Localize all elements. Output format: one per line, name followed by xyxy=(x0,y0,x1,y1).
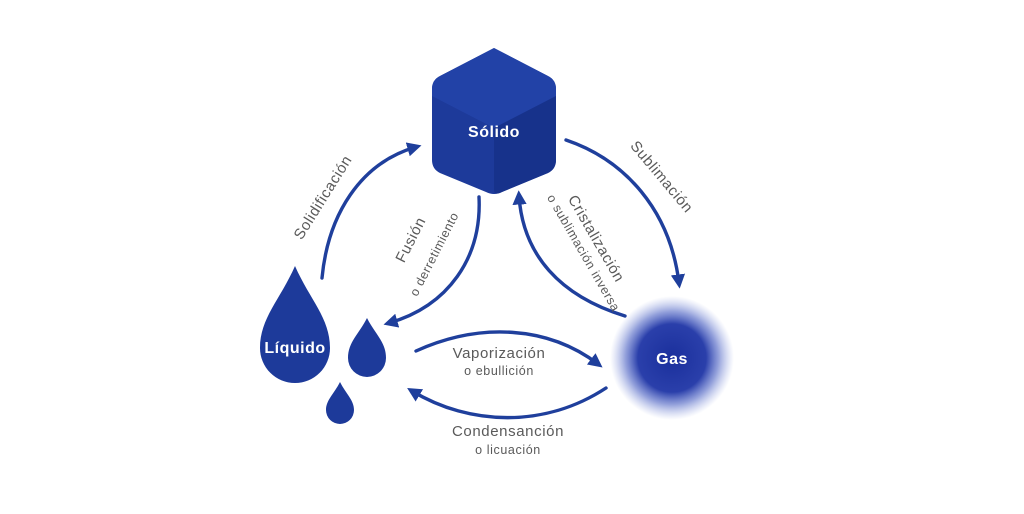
solidification-label: Solidificación xyxy=(291,152,356,242)
gas-sphere xyxy=(610,296,734,420)
condensation-label: Condensanción xyxy=(452,423,564,440)
solid-label: Sólido xyxy=(468,124,520,141)
liquid-label: Líquido xyxy=(264,340,325,357)
liquid-drops xyxy=(260,266,386,424)
vaporization-sub-label: o ebullición xyxy=(464,364,534,378)
crystallization-arrow xyxy=(512,190,627,318)
sublimation-arrow xyxy=(564,138,686,289)
solid-cube xyxy=(432,48,556,194)
vaporization-label: Vaporización xyxy=(453,345,546,362)
sublimation-label: Sublimación xyxy=(627,138,697,217)
condensation-arrow xyxy=(407,386,608,420)
solidification-arrow xyxy=(320,142,422,280)
gas-label: Gas xyxy=(656,351,688,368)
fusion-arrow xyxy=(383,195,481,328)
condensation-sub-label: o licuación xyxy=(475,443,541,457)
vaporization-arrow xyxy=(414,330,603,368)
